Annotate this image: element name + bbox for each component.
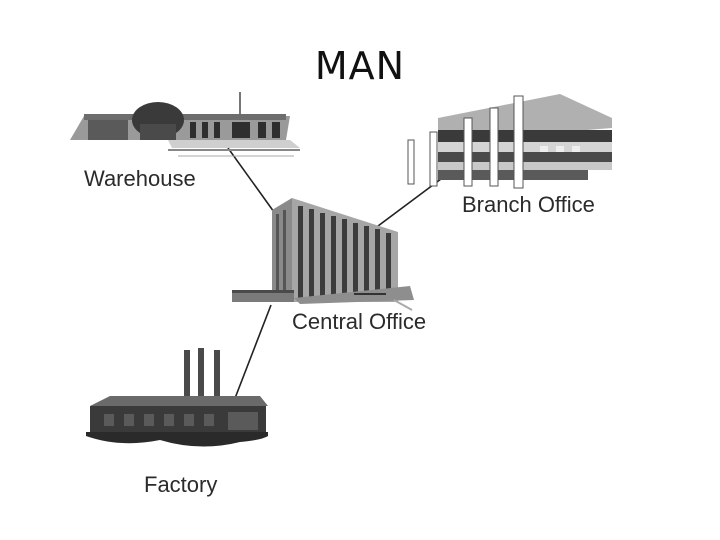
link-factory-central [231, 304, 272, 407]
warehouse-label: Warehouse [84, 166, 196, 191]
central-office-building-icon [232, 198, 414, 311]
link-warehouse-central [227, 147, 275, 213]
diagram-title: MAN [314, 44, 406, 88]
branch-office-label: Branch Office [462, 192, 595, 217]
factory-label: Factory [144, 472, 218, 497]
branch-office-building-icon [407, 94, 612, 189]
factory-building-icon [86, 348, 268, 447]
warehouse-building-icon [70, 92, 300, 157]
central-office-label: Central Office [292, 309, 427, 334]
